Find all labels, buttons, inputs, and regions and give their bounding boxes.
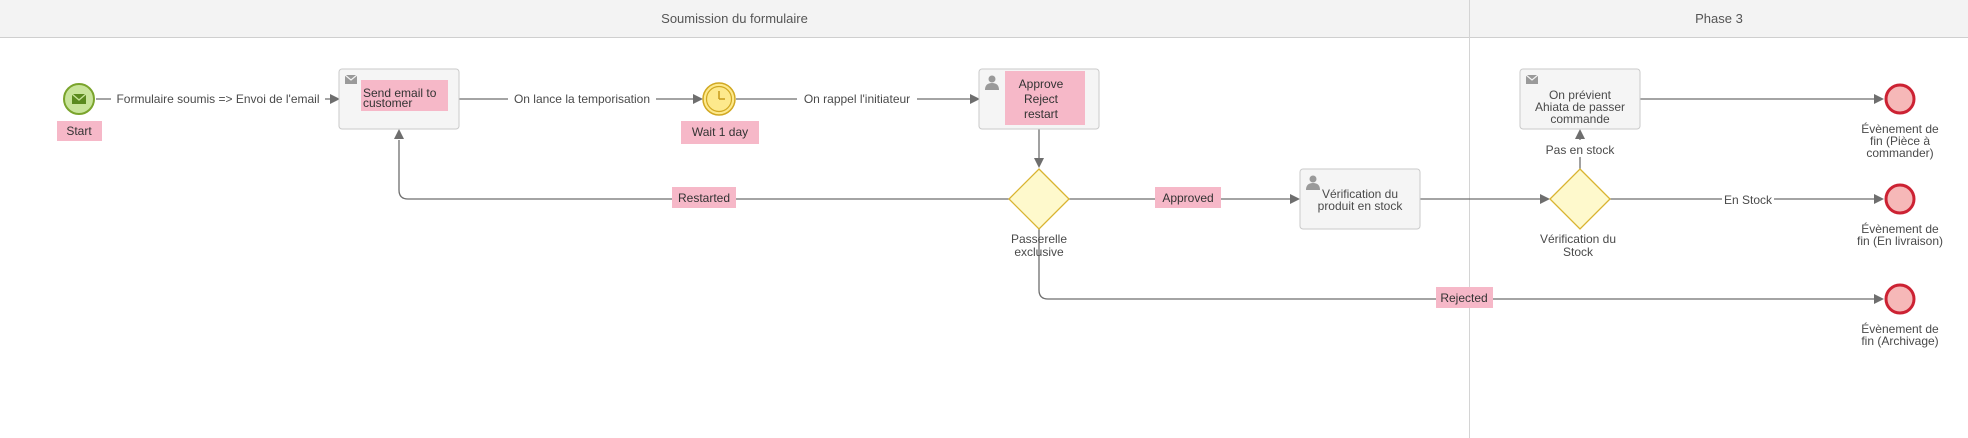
flow-label-restarted: Restarted [678, 191, 730, 205]
end-label-line: fin (Pièce à [1870, 134, 1930, 148]
flow-send-email-to-timer[interactable]: On lance la temporisation [459, 90, 703, 107]
task-label-line: Vérification du [1322, 187, 1398, 201]
flow-pas-en-stock[interactable]: Pas en stock [1542, 129, 1618, 169]
lane-header-phase-3[interactable]: Phase 3 [1470, 0, 1968, 38]
gateway-label-line: exclusive [1014, 245, 1064, 259]
gateway-exclusive[interactable]: Passerelle exclusive [1008, 168, 1070, 259]
task-label-line: commande [1550, 112, 1610, 126]
task-label-line: On prévient [1549, 88, 1612, 102]
task-label-line: Ahiata de passer [1535, 100, 1625, 114]
envelope-icon [71, 93, 87, 104]
lane-divider [1469, 0, 1470, 438]
flow-en-stock[interactable]: En Stock [1610, 190, 1884, 207]
envelope-icon [1525, 74, 1539, 84]
task-approve[interactable]: Approve Reject restart [978, 68, 1100, 130]
lane-title: Phase 3 [1695, 11, 1743, 26]
gateway-label-line: Vérification du [1540, 232, 1616, 246]
task-label-line: restart [1024, 107, 1059, 121]
end-event-piece-a-commander[interactable]: Évènement de fin (Pièce à commander) [1861, 83, 1939, 160]
end-label-line: Évènement de [1861, 321, 1939, 336]
flow-previent-to-end1[interactable] [1640, 94, 1884, 104]
user-icon [985, 75, 999, 90]
flow-restarted[interactable]: Restarted [394, 129, 1009, 208]
task-label-line: customer [363, 96, 412, 110]
flow-timer-to-approve[interactable]: On rappel l'initiateur [736, 90, 980, 107]
task-label-line: Approve [1019, 77, 1064, 91]
start-label: Start [66, 124, 92, 138]
task-verification-produit[interactable]: Vérification du produit en stock [1299, 168, 1421, 230]
flow-start-to-send-email[interactable]: Formulaire soumis => Envoi de l'email [96, 90, 340, 107]
flow-label: Formulaire soumis => Envoi de l'email [116, 92, 319, 106]
flow-label-rejected: Rejected [1440, 291, 1487, 305]
end-event-archivage[interactable]: Évènement de fin (Archivage) [1861, 283, 1939, 348]
flow-approved[interactable]: Approved [1069, 187, 1300, 208]
end-event-en-livraison[interactable]: Évènement de fin (En livraison) [1857, 183, 1943, 248]
flow-verif-to-stock-gateway[interactable] [1420, 194, 1550, 204]
flow-label: On lance la temporisation [514, 92, 650, 106]
end-label-line: Évènement de [1861, 121, 1939, 136]
gateway-label-line: Passerelle [1011, 232, 1067, 246]
end-label-line: fin (Archivage) [1861, 334, 1938, 348]
timer-event[interactable]: Wait 1 day [681, 82, 759, 144]
timer-label: Wait 1 day [692, 125, 748, 139]
flow-label-en-stock: En Stock [1724, 193, 1773, 207]
gateway-stock[interactable]: Vérification du Stock [1540, 168, 1616, 259]
task-on-previent[interactable]: On prévient Ahiata de passer commande [1519, 68, 1641, 130]
end-label-line: commander) [1866, 146, 1933, 160]
envelope-icon [344, 74, 358, 84]
flow-label-approved: Approved [1162, 191, 1213, 205]
user-icon [1306, 175, 1320, 190]
start-event[interactable]: Start [57, 83, 102, 141]
lane-title: Soumission du formulaire [661, 11, 808, 26]
flow-approve-to-gateway[interactable] [1034, 129, 1044, 168]
flow-label: On rappel l'initiateur [804, 92, 910, 106]
flow-rejected[interactable]: Rejected [1038, 229, 1884, 308]
lane-header-soumission[interactable]: Soumission du formulaire [0, 0, 1469, 38]
task-label-line: produit en stock [1318, 199, 1404, 213]
task-send-email[interactable]: Send email to customer [338, 68, 460, 130]
task-label-line: Reject [1024, 92, 1059, 106]
clock-icon [718, 91, 725, 100]
end-label-line: fin (En livraison) [1857, 234, 1943, 248]
flow-label-pas-en-stock: Pas en stock [1546, 143, 1616, 157]
gateway-label-line: Stock [1563, 245, 1594, 259]
task-label-line: Send email to [363, 86, 437, 100]
end-label-line: Évènement de [1861, 221, 1939, 236]
